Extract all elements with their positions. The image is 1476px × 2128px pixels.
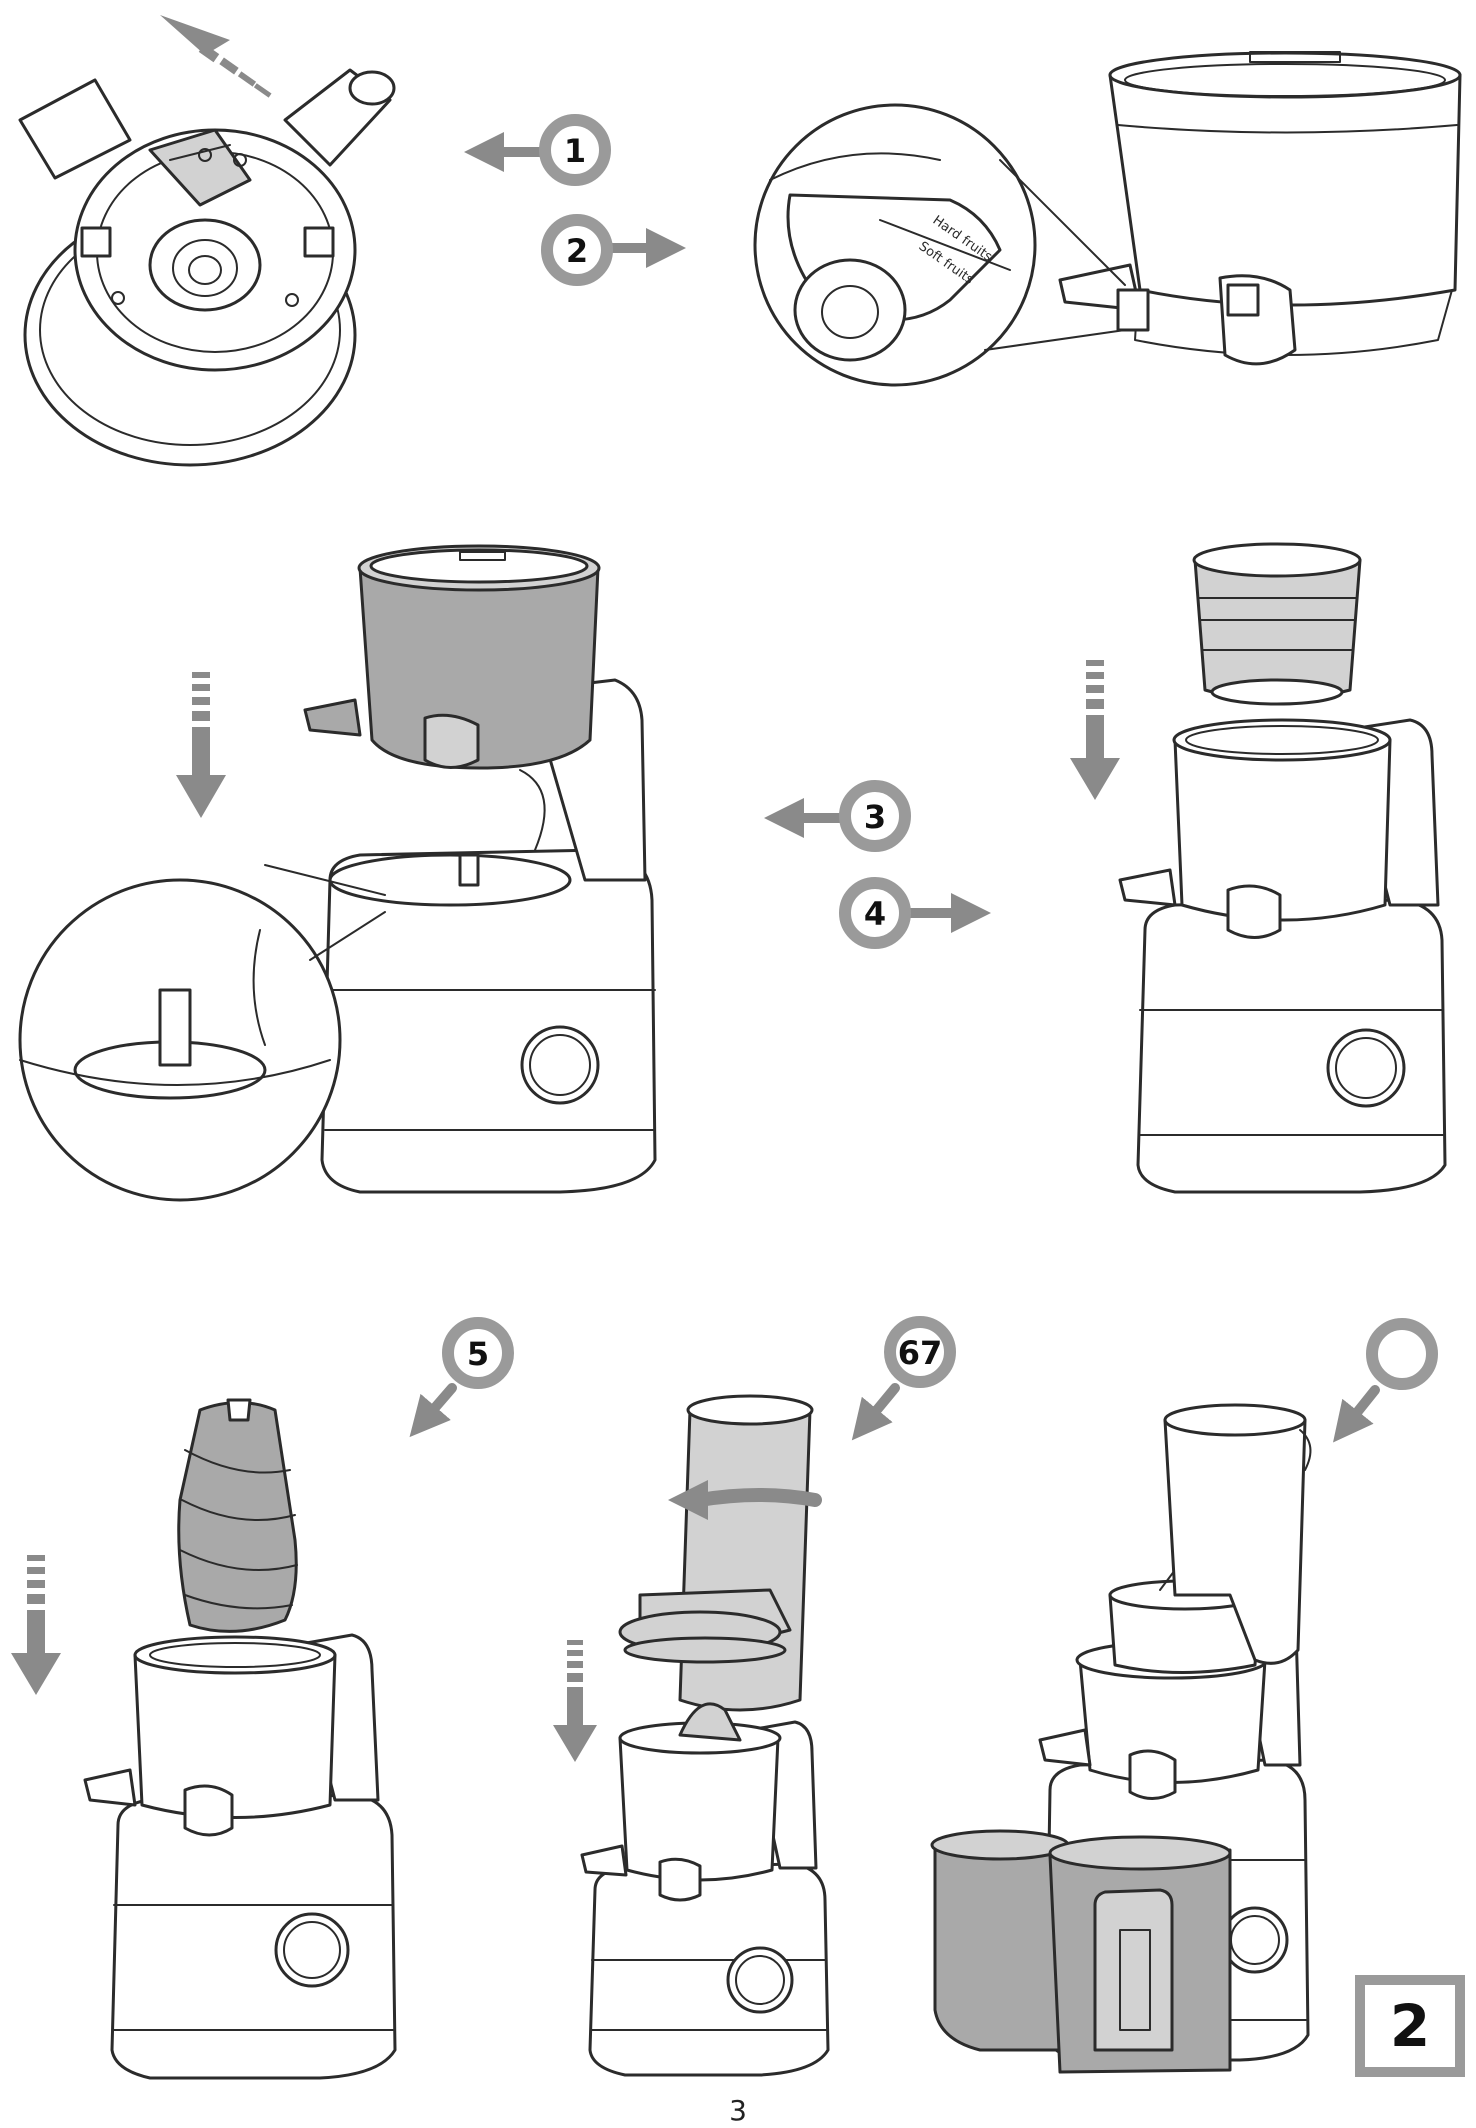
down-arrow-icon — [553, 1640, 597, 1762]
step-1-label: 1 — [564, 132, 586, 170]
down-arrow-icon — [1070, 660, 1120, 800]
panel-juice-bowl: Hard fruits Soft fruits — [753, 51, 1462, 387]
figure-number: 2 — [1390, 1992, 1430, 2060]
panel-assembled-juicer — [930, 1318, 1438, 2074]
down-arrow-icon — [176, 672, 226, 818]
panel-feeder-lid: 67 — [553, 1316, 956, 2077]
step-3-arrow: 3 — [764, 780, 911, 852]
panel-strainer-into-bowl — [1070, 542, 1447, 1194]
remove-arrow-icon — [160, 15, 272, 98]
step-8-arrow — [1333, 1318, 1438, 1443]
step-5-arrow: 5 — [409, 1317, 514, 1438]
panel-auger-onto-base: 5 — [11, 1317, 514, 2080]
step-5-label: 5 — [467, 1335, 489, 1373]
down-arrow-icon — [11, 1555, 61, 1695]
step-1-arrow: 1 — [464, 114, 611, 186]
step-3-label: 3 — [864, 798, 886, 836]
step-67-label: 67 — [898, 1334, 943, 1372]
step-2-label: 2 — [566, 232, 588, 270]
step-4-arrow: 4 — [839, 877, 991, 949]
panel-bowl-onto-base — [18, 544, 657, 1202]
panel-motor-head — [18, 15, 396, 467]
step-4-label: 4 — [864, 895, 886, 933]
page-number: 3 — [729, 2094, 747, 2127]
step-2-arrow: 2 — [541, 214, 686, 286]
step-67-arrow: 67 — [851, 1316, 956, 1441]
figure-number-box: 2 — [1355, 1975, 1465, 2077]
